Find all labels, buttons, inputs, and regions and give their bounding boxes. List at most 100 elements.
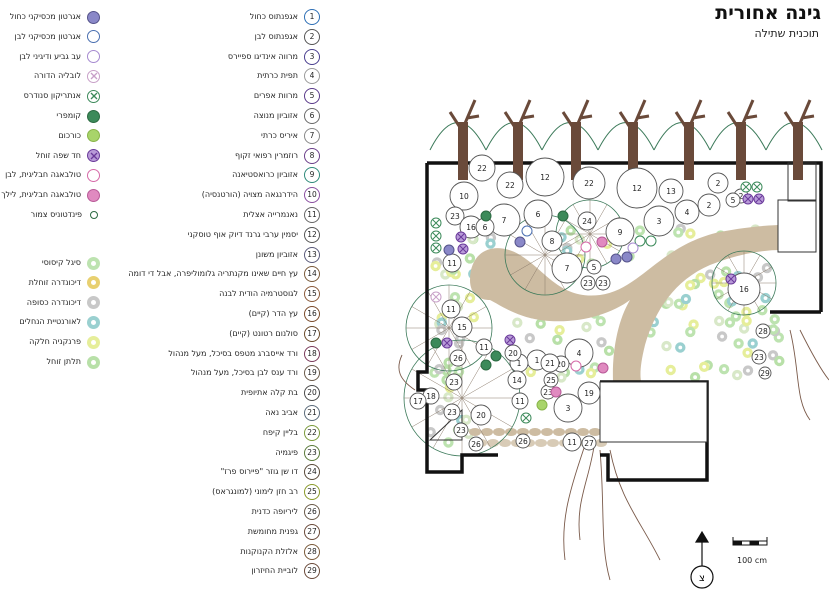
- plant-number: 23: [447, 408, 457, 417]
- plant-number: 27: [584, 439, 594, 448]
- legend-number-badge: 21: [304, 405, 320, 421]
- small-plant-cross: [432, 219, 440, 227]
- groundcover-dot-center: [722, 367, 726, 372]
- legend-label: אזוביון מנוצה: [253, 111, 298, 120]
- numbered-legend-item: 2אגפנתוס לבן: [255, 28, 320, 46]
- groundcover-dot-center: [433, 264, 438, 268]
- plant-circle: [496, 171, 524, 199]
- plant-circle: [551, 252, 583, 284]
- groundcover-dot-center: [678, 345, 683, 350]
- canopy-branch: [461, 347, 492, 399]
- legend-number-badge: 10: [304, 187, 320, 204]
- legend-symbol-icon: [87, 30, 100, 44]
- legend-label: בליין קיפח: [262, 427, 298, 437]
- tree-branch: [726, 99, 758, 133]
- numbered-legend-item: 26ליריופה כדנית: [252, 503, 320, 521]
- numbered-legend-item: 19ורד ענס לבן בסיכל, מעל מנהול: [191, 364, 320, 382]
- legend-number-badge: 19: [304, 365, 320, 382]
- legend-number-badge: 18: [304, 345, 320, 362]
- groundcover-dot-center: [555, 337, 560, 342]
- legend-label: מרוות אפרים: [253, 91, 298, 101]
- groundcover-dot-center: [666, 300, 671, 305]
- groundcover-dot-center: [527, 336, 532, 341]
- legend-number-badge: 6: [304, 108, 320, 124]
- small-plant-symbol: [570, 360, 582, 372]
- small-plant-symbol: [645, 235, 657, 247]
- stepping-stone: [469, 428, 481, 436]
- plant-number: 14: [512, 376, 522, 385]
- numbered-legend-item: 6 אזוביון מנוצה: [254, 107, 320, 125]
- plant-circle: [758, 366, 772, 380]
- plant-circle: [755, 323, 771, 339]
- plant-number: 23: [456, 426, 466, 435]
- groundcover-dot-center: [712, 281, 716, 286]
- plant-circle: [511, 392, 529, 410]
- plant-number: 2: [707, 201, 712, 210]
- canopy-branch: [524, 254, 546, 290]
- legend-label: סיגל קיסוסי: [41, 258, 81, 267]
- legend-label: עץ הדר (קיים): [248, 309, 298, 318]
- groundcover-dot-center: [599, 340, 604, 345]
- canopy-branch: [448, 327, 471, 366]
- symbol-legend-item: חד שפה זוחל: [36, 147, 100, 165]
- groundcover-dot-center: [742, 326, 746, 331]
- plant-circle: [586, 259, 602, 275]
- groundcover-dot-center: [736, 341, 741, 346]
- legend-number-badge: 3: [304, 48, 320, 65]
- numbered-legend-item: 7איריס כרתי: [261, 127, 320, 145]
- legend-label: לובליה הדורה: [34, 71, 81, 81]
- symbol-legend-item: אנתריקון סנודרס: [24, 87, 100, 105]
- canopy-branch: [411, 306, 450, 329]
- legend-label: גפנית מחומשת: [247, 526, 298, 536]
- plant-circle: [577, 211, 597, 231]
- plant-circle: [581, 435, 597, 451]
- stepping-stone: [589, 428, 601, 436]
- numbered-legend-item: 24דו שן גוזר "פיירוס פרז": [221, 463, 320, 481]
- legend-number-badge: 24: [304, 464, 320, 481]
- page-title: גינה אחורית: [715, 2, 821, 24]
- root-line: [398, 354, 416, 391]
- symbol-legend-item: קומפרי: [56, 107, 100, 125]
- plant-number: 3: [657, 217, 662, 226]
- plant-circle: [409, 392, 427, 410]
- groundcover-dot-center: [677, 301, 681, 306]
- tree-trunk: [571, 122, 581, 180]
- legend-label: לגוסטרמיה הודית לבנה: [219, 289, 298, 299]
- plant-number: 22: [505, 181, 515, 190]
- plant-number: 1: [535, 356, 540, 365]
- canopy-branch: [589, 204, 608, 235]
- numbered-legend-item: 18ורד אייסברג מטפס בסיכל, מעל מנהול: [168, 345, 320, 363]
- numbered-legend-item: 12יסמין ערבי גרנד דיוק אוף טוסקני: [188, 226, 320, 244]
- legend-label: עב גביע ודיגיני לבן: [19, 51, 81, 61]
- legend-label: דיכונדרה כסופה: [26, 297, 81, 307]
- numbered-legend-item: 15לגוסטרמיה הודית לבנה: [219, 285, 320, 303]
- canopy-branch: [411, 327, 450, 350]
- plant-circle: [543, 372, 559, 388]
- plant-circle: [441, 299, 461, 319]
- stepping-stone: [577, 428, 589, 436]
- small-plant-symbol: [490, 350, 502, 362]
- small-plant-cross: [744, 195, 752, 203]
- plant-number: 11: [447, 259, 457, 268]
- legend-label: אגרטון מכסיקני כחול: [9, 12, 81, 21]
- small-plant-cross: [727, 275, 735, 283]
- symbol-legend-item: תלתן זוחל: [46, 353, 100, 371]
- groundcover-dot-center: [515, 320, 520, 325]
- legend-number-badge: 11: [304, 207, 320, 223]
- groundcover-dot-center: [716, 292, 721, 297]
- numbered-legend-item: 13אזוביון משונן: [256, 246, 320, 264]
- small-plant-symbol: [597, 362, 609, 374]
- numbered-legend-item: 28אלזלת הקנוקנות: [240, 543, 320, 561]
- groundcover-dot-center: [468, 256, 472, 261]
- canopy-branch: [461, 368, 513, 399]
- legend-symbol-icon: [87, 89, 100, 103]
- groundcover-dot-center: [488, 241, 493, 246]
- groundcover-dot-center: [559, 375, 564, 380]
- small-plant-symbol: [521, 225, 533, 237]
- legend-number-badge: 16: [304, 306, 320, 322]
- plant-number: 11: [567, 438, 577, 447]
- canopy-branch: [544, 234, 580, 256]
- plant-number: 4: [577, 349, 582, 358]
- plant-circle: [674, 199, 700, 225]
- plant-number: 24: [582, 217, 592, 226]
